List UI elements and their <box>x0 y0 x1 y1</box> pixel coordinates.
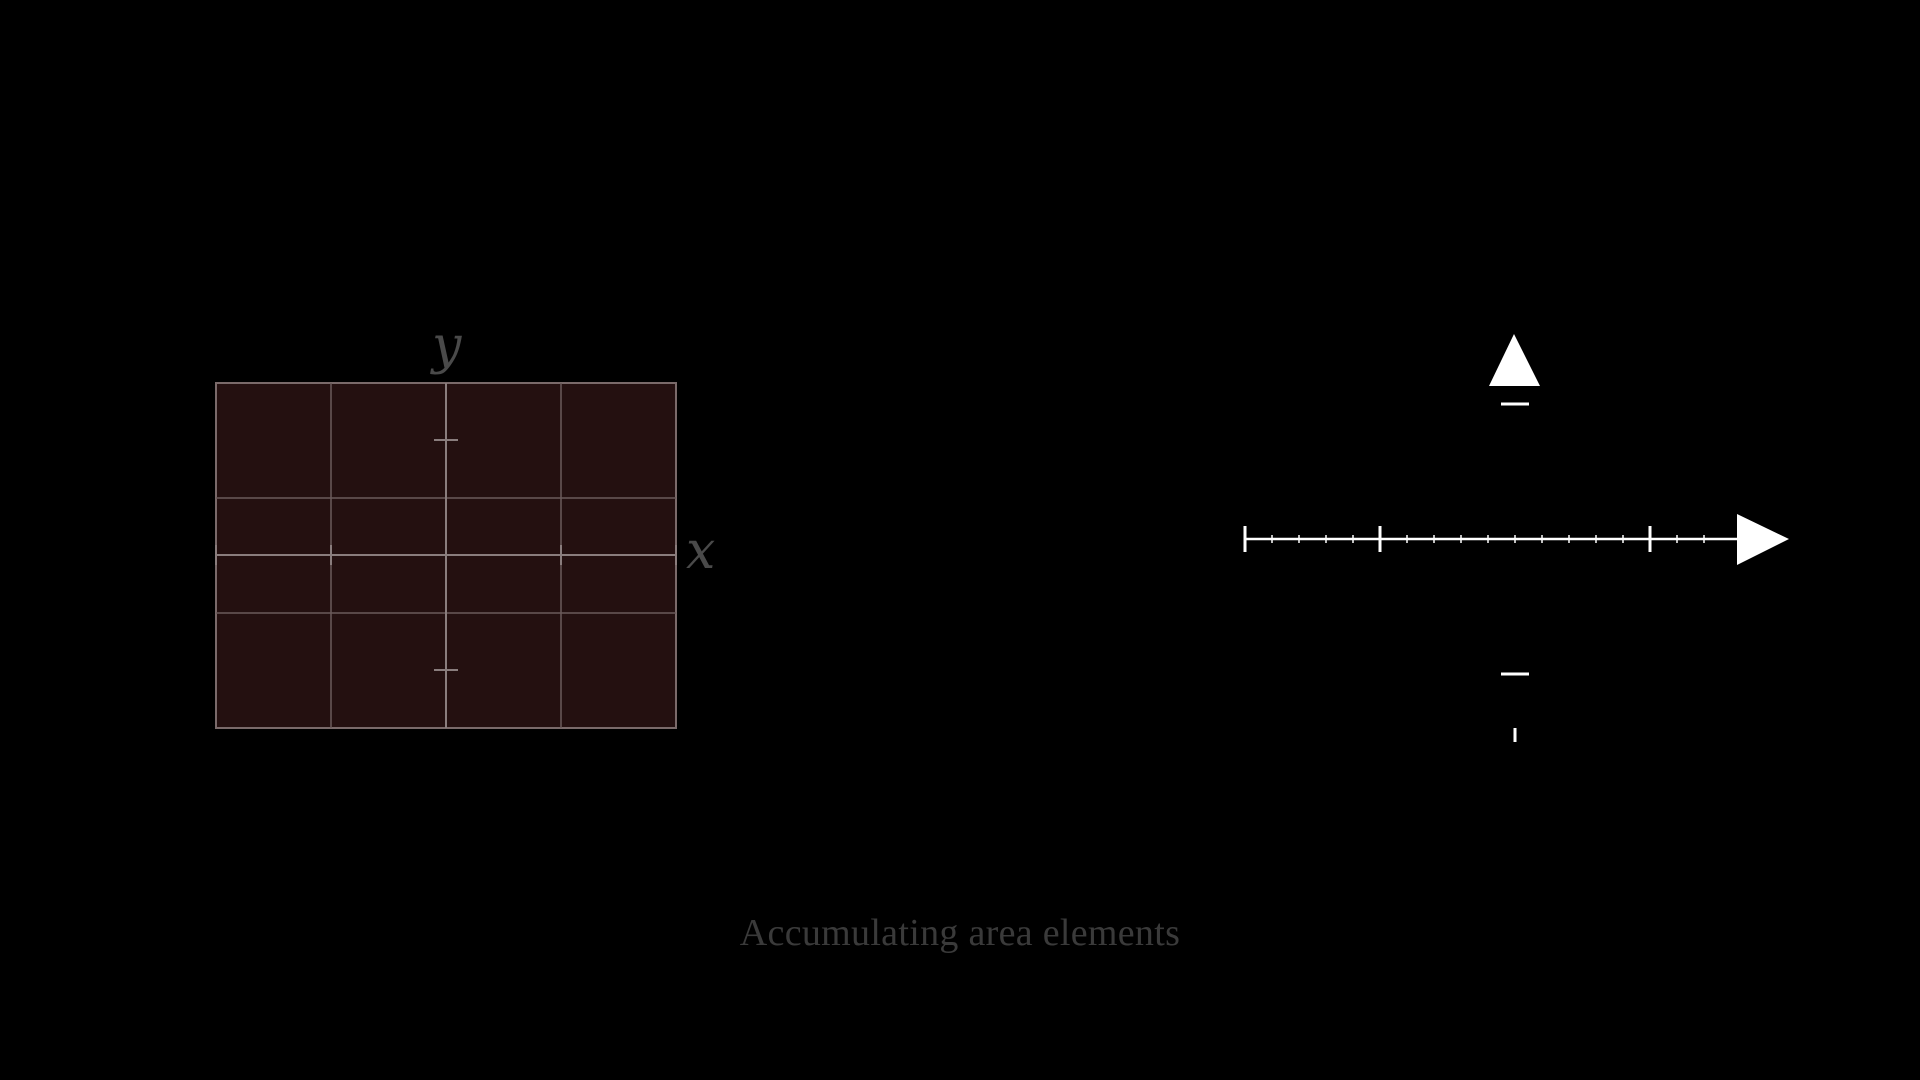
number-line-ticks <box>1243 526 1705 552</box>
coordinate-plane: y x <box>215 316 715 729</box>
number-line-group <box>1243 334 1789 742</box>
right-arrow-icon <box>1737 514 1789 565</box>
x-axis-label: x <box>686 521 715 581</box>
y-axis-label: y <box>430 316 462 376</box>
up-triangle-icon <box>1489 334 1540 386</box>
scene-caption: Accumulating area elements <box>739 912 1181 954</box>
axis-ticks <box>215 439 677 671</box>
